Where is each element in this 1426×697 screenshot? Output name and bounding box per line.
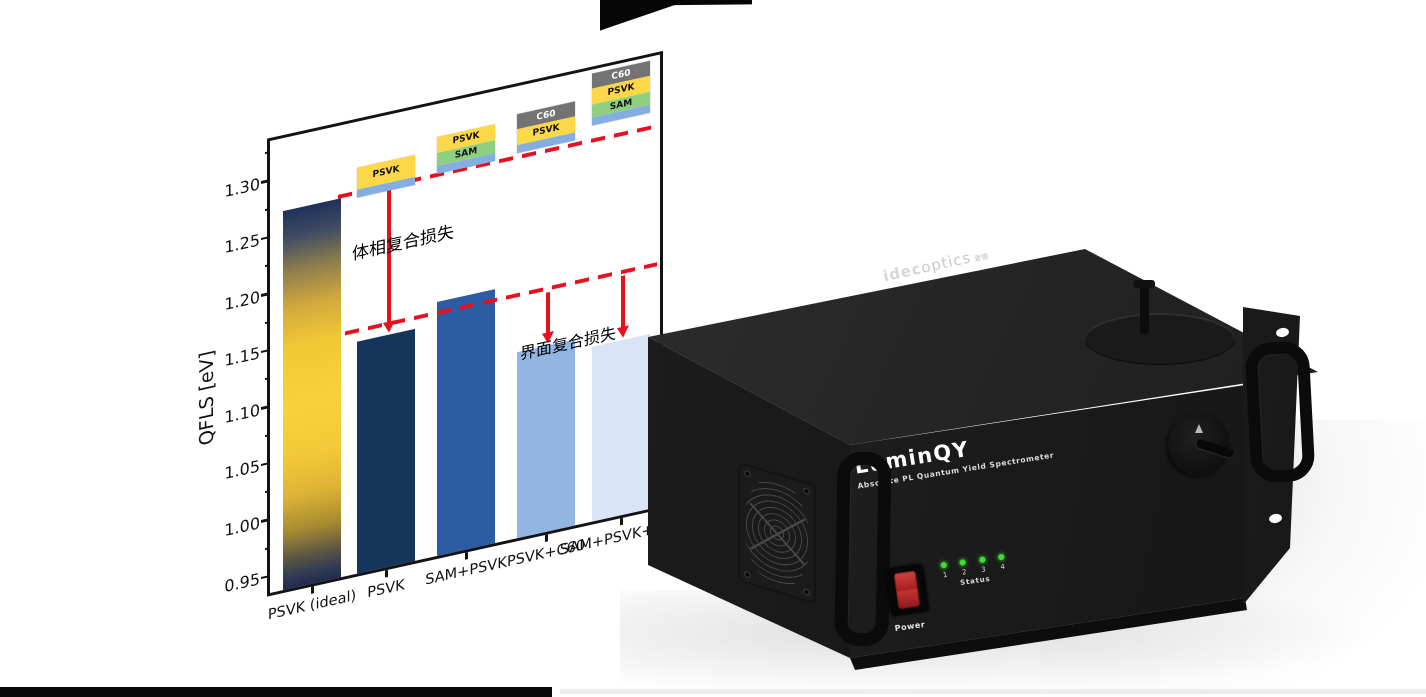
loss-arrow	[621, 275, 625, 329]
y-tick-label: 1.30	[224, 173, 260, 201]
status-led-digit: 4	[999, 562, 1006, 572]
x-tick	[465, 552, 468, 560]
brand-light: optics	[919, 248, 973, 277]
status-led-digit: 3	[980, 565, 987, 574]
brand-chinese: 爱德	[973, 252, 990, 264]
y-axis-title: QFLS [eV]	[196, 348, 218, 448]
lid-handle-cap	[1133, 280, 1155, 288]
lid-handle-rod	[1140, 284, 1149, 334]
power-switch[interactable]	[884, 563, 930, 617]
y-tick-label: 0.95	[224, 569, 260, 597]
dial-lever[interactable]	[1195, 438, 1235, 459]
qfls-bar	[357, 329, 415, 574]
rotary-selector-dial[interactable]	[1168, 412, 1235, 476]
fan-screw	[803, 587, 810, 597]
brand-bold: idec	[881, 259, 924, 286]
status-led	[978, 556, 986, 564]
fan-screw	[803, 486, 810, 496]
status-led	[959, 559, 967, 566]
status-led-digit: 1	[942, 570, 948, 580]
status-led	[940, 561, 948, 569]
front-handle-left	[834, 451, 892, 647]
qfls-bar	[283, 198, 341, 591]
x-tick	[620, 517, 623, 526]
fan-screw	[744, 469, 751, 479]
bottom-crop-bar	[0, 687, 552, 697]
y-tick-label: 1.00	[224, 512, 260, 540]
power-rocker[interactable]	[893, 570, 921, 610]
side-handle-right	[1244, 340, 1316, 484]
loss-arrow	[546, 292, 550, 334]
cooling-fan-grille	[740, 464, 814, 602]
qfls-bar	[517, 338, 575, 539]
x-tick	[545, 534, 548, 543]
sample-chamber-lid	[1085, 313, 1235, 365]
bottom-faint-strip	[560, 689, 1426, 694]
y-tick-label: 1.25	[224, 230, 260, 258]
spectrometer-device: idecoptics爱德 LuminQY Absolute PL Quantum…	[640, 240, 1340, 670]
x-tick	[385, 569, 388, 578]
status-led	[997, 553, 1005, 561]
fan-screw	[744, 570, 751, 580]
status-led-digit: 2	[961, 568, 968, 577]
dial-pointer-icon	[1195, 420, 1203, 433]
x-tick	[311, 586, 314, 594]
qfls-bar	[437, 288, 495, 556]
